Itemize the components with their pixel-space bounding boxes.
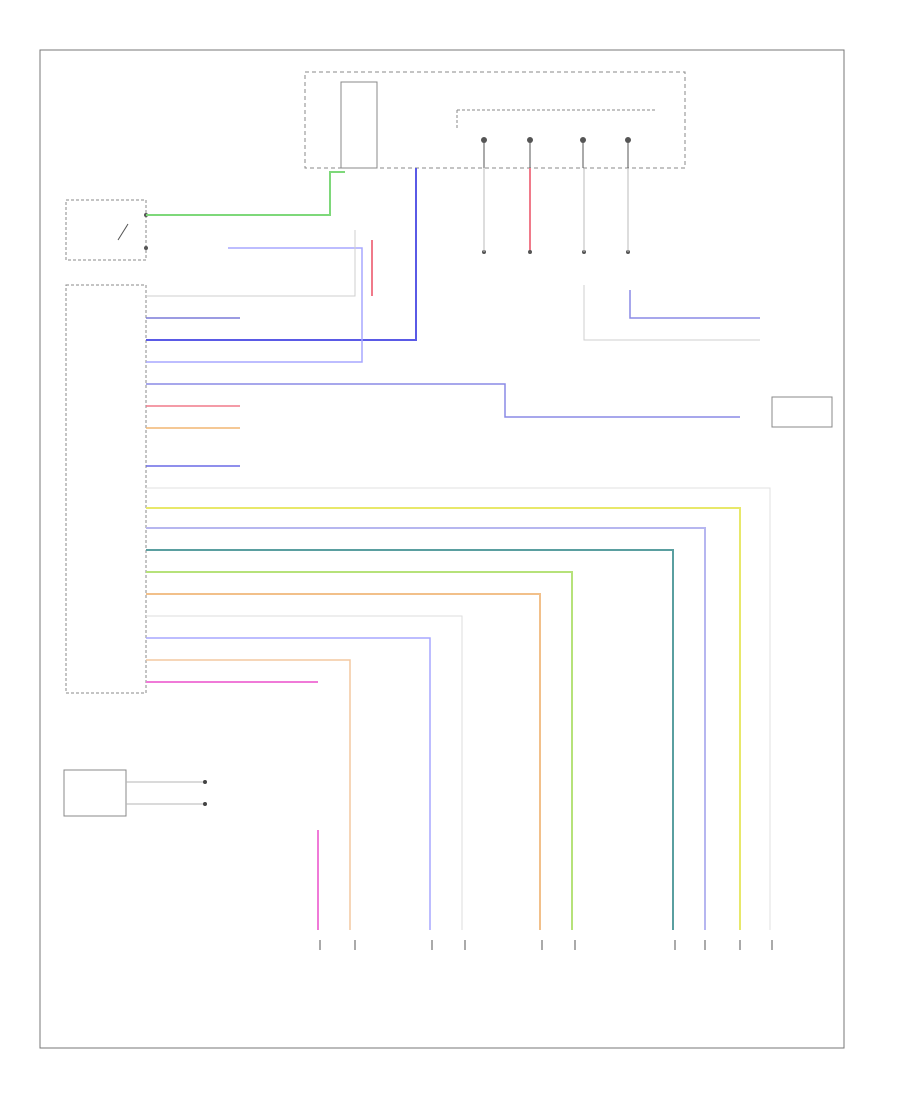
fuse-contact-2 [527,137,533,168]
wire-green-top [146,171,345,216]
wire-peach [146,659,351,930]
wire-gray-b [146,487,771,930]
wire-blue-right [629,290,760,319]
right-module [771,396,833,428]
fuse-contact-1 [481,137,487,168]
sensor-right-front [674,940,773,950]
wire-blue-c [146,637,431,930]
fuse-junction-box [304,71,686,169]
fuse-contact-4 [625,137,631,168]
sensor-right-center [541,940,576,950]
wire-lime [146,571,573,930]
wire-teal [146,549,674,930]
ground-connectors [482,168,630,254]
sensor-left-center [431,940,466,950]
sensor-left-front [319,940,356,950]
wire-yellow-orange [146,593,541,930]
wire-gray-1 [146,230,356,297]
instrument-cluster [63,769,127,817]
wire-lightblue [146,247,363,363]
wire-blue-main [146,168,417,341]
diagram-frame [39,49,845,1049]
wire-gray-right [583,285,760,341]
wire-lavender-long [146,383,740,418]
wire-lavender-b [146,527,706,930]
wire-yellow [146,507,741,930]
parking-aid-module [65,284,147,694]
stoplamp-switch [65,199,148,261]
fuse-contact-3 [580,137,586,168]
wire-light-gray [146,615,463,930]
